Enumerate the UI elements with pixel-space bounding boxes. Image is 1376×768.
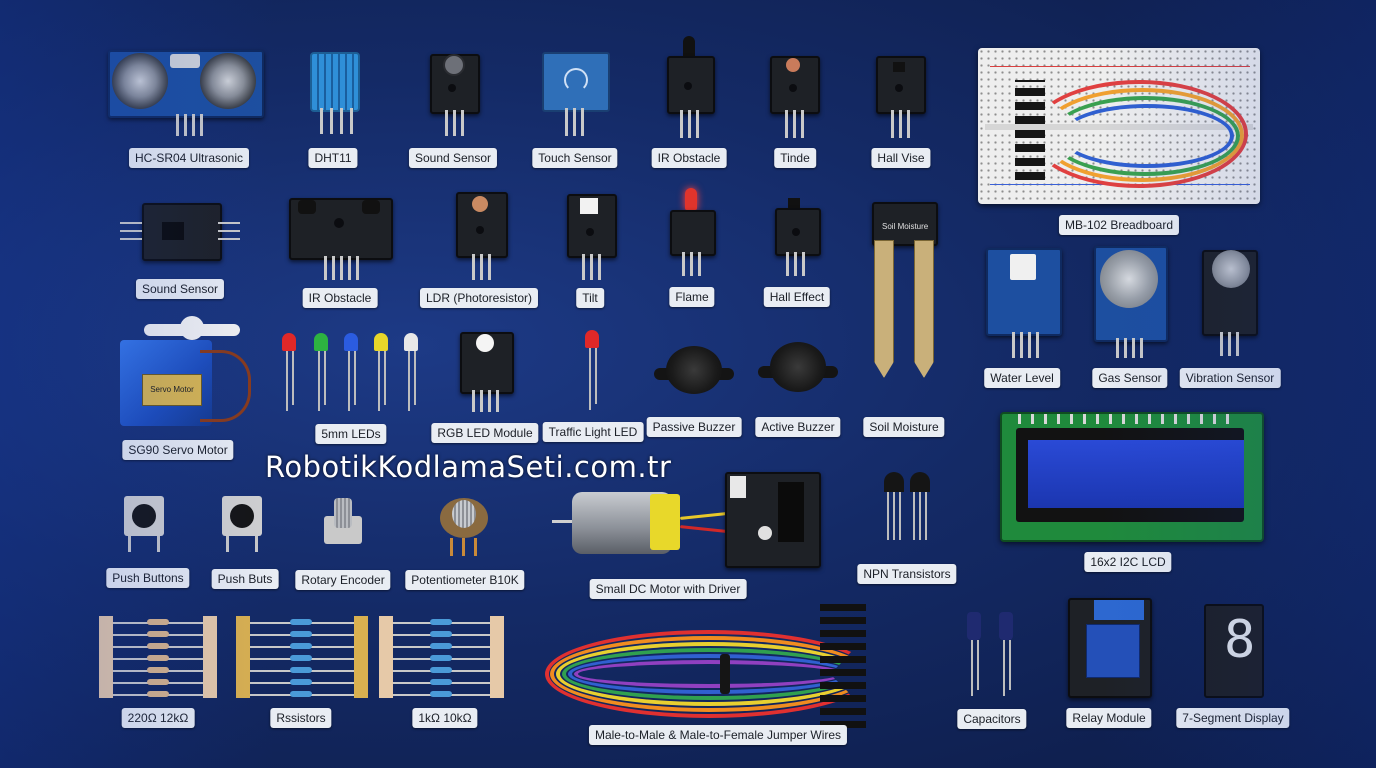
leds-label: 5mm LEDs: [315, 424, 387, 444]
resistors-label: Rssistors: [270, 708, 332, 728]
push-buts-label: Push Buts: [211, 569, 279, 589]
capacitors-label: Capacitors: [957, 709, 1027, 729]
potentiometer-label: Potentiometer B10K: [405, 570, 525, 590]
servo-label: SG90 Servo Motor: [122, 440, 234, 460]
seven-seg-label: 7-Segment Display: [1176, 708, 1290, 728]
water-level-label: Water Level: [984, 368, 1060, 388]
rgb-led-label: RGB LED Module: [431, 423, 539, 443]
hc-sr04-label: HC-SR04 Ultrasonic: [128, 148, 250, 168]
npn-label: NPN Transistors: [857, 564, 957, 584]
hall-vise-label: Hall Vise: [871, 148, 931, 168]
res-1k-label: 1kΩ 10kΩ: [412, 708, 478, 728]
seven-seg-digit: 8: [1224, 610, 1256, 670]
flame-label: Flame: [669, 287, 715, 307]
watermark-text: RobotikKodlamaSeti.com.tr: [265, 450, 672, 484]
dht11-label: DHT11: [308, 148, 358, 168]
passive-buzzer-label: Passive Buzzer: [646, 417, 742, 437]
ir-obstacle-label-2: IR Obstacle: [302, 288, 378, 308]
sound-sensor-label-2: Sound Sensor: [135, 279, 225, 299]
lcd-label: 16x2 I2C LCD: [1084, 552, 1172, 572]
rotary-encoder-label: Rotary Encoder: [295, 570, 391, 590]
vibration-sensor-label: Vibration Sensor: [1179, 368, 1281, 388]
relay-label: Relay Module: [1066, 708, 1152, 728]
sound-sensor-label-1: Sound Sensor: [408, 148, 498, 168]
push-buttons-label: Push Buttons: [106, 568, 190, 588]
tilt-label: Tilt: [576, 288, 604, 308]
hall-effect-label: Hall Effect: [763, 287, 831, 307]
breadboard-label: MB-102 Breadboard: [1058, 215, 1180, 235]
soil-moisture-label: Soil Moisture: [863, 417, 945, 437]
ldr-label: LDR (Photoresistor): [419, 288, 539, 308]
dc-motor-label: Small DC Motor with Driver: [589, 579, 747, 599]
touch-sensor-label: Touch Sensor: [532, 148, 618, 168]
tinde-label: Tinde: [774, 148, 816, 168]
soil-probe-text: Soil Moisture: [882, 222, 929, 231]
traffic-led-label: Traffic Light LED: [542, 422, 644, 442]
ir-obstacle-label-1: IR Obstacle: [651, 148, 727, 168]
jumper-wires-label: Male-to-Male & Male-to-Female Jumper Wir…: [588, 725, 848, 745]
active-buzzer-label: Active Buzzer: [755, 417, 841, 437]
gas-sensor-label: Gas Sensor: [1092, 368, 1168, 388]
servo-sticker: Servo Motor: [142, 374, 202, 406]
res-220-label: 220Ω 12kΩ: [121, 708, 195, 728]
